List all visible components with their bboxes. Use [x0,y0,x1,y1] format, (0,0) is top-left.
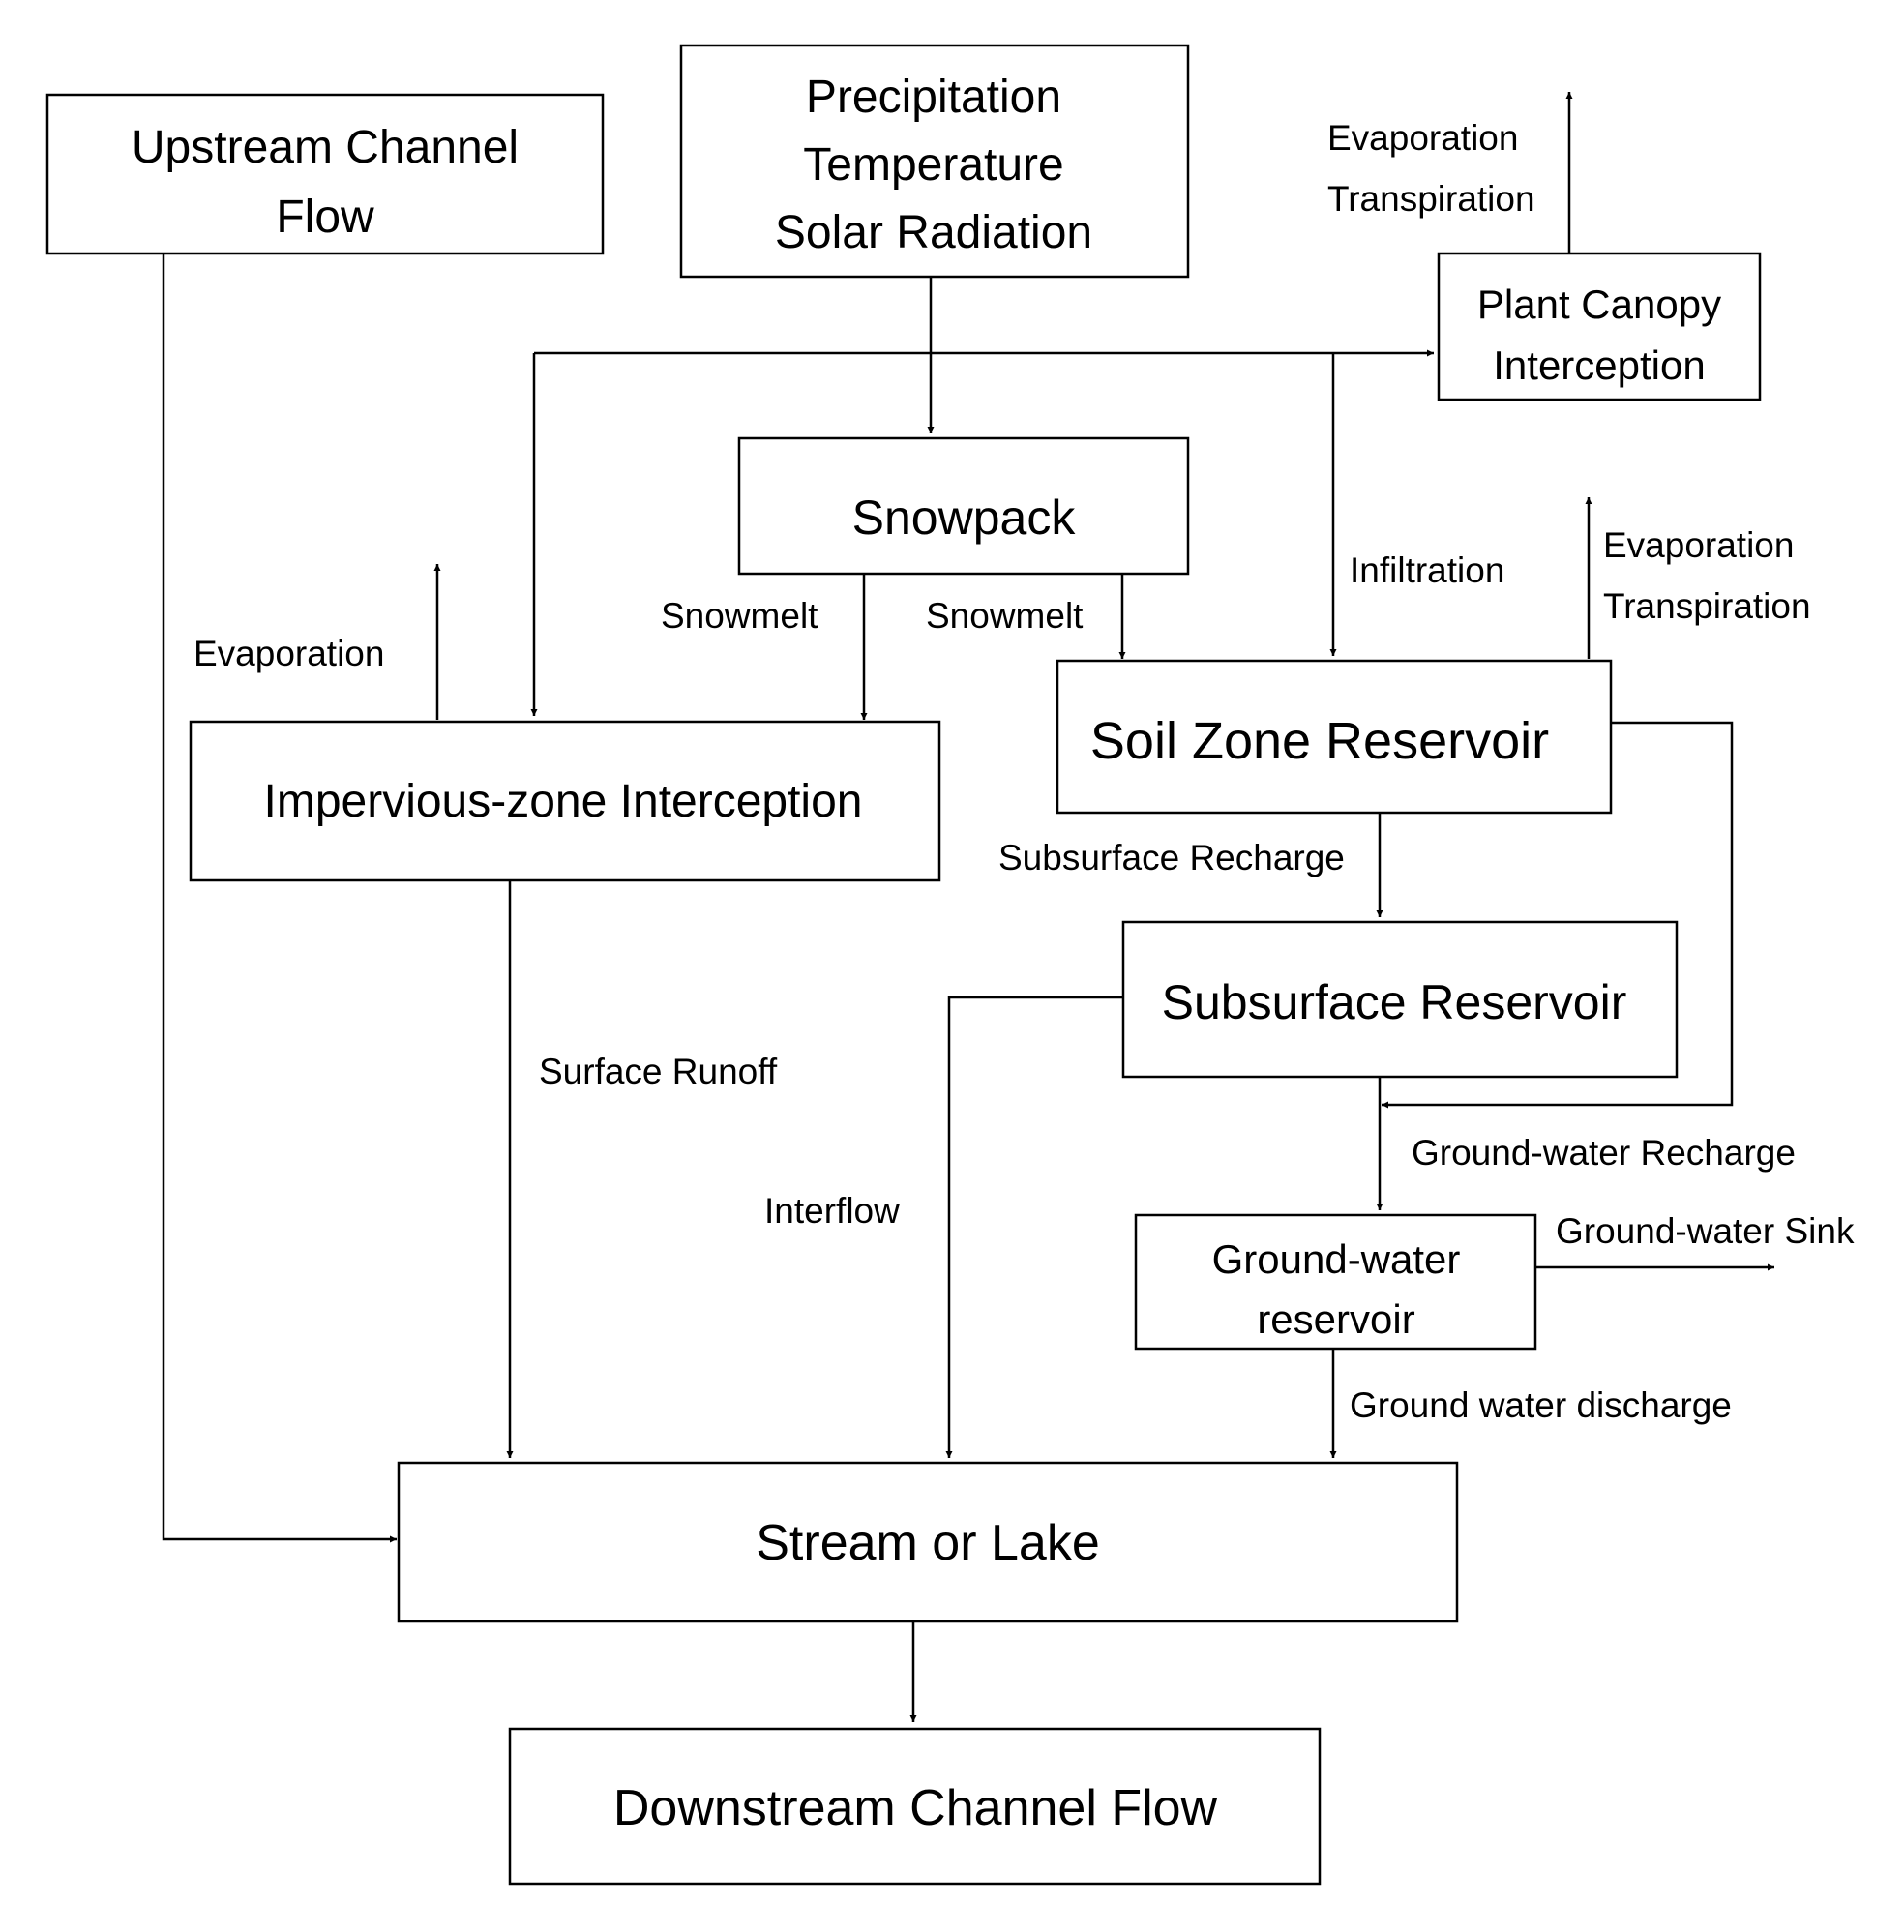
canopy-box-line-1: Plant Canopy [1477,282,1721,327]
impervious-evaporation-label: Evaporation [193,634,384,673]
subsurface-box-label: Subsurface Reservoir [1162,975,1627,1029]
groundwater-box-line-1: Ground-water [1212,1236,1461,1282]
impervious-box-label: Impervious-zone Interception [264,776,863,827]
climate-box-line-1: Precipitation [806,72,1061,123]
snowpack-box-label: Snowpack [852,490,1077,545]
plant-canopy-interception-box: Plant Canopy Interception [1437,252,1762,401]
impervious-zone-interception-box: Impervious-zone Interception [189,720,941,882]
groundwater-reservoir-box: Ground-water reservoir [1134,1213,1537,1351]
groundwater-recharge-label: Ground-water Recharge [1412,1133,1796,1173]
soil-box-label: Soil Zone Reservoir [1090,712,1549,770]
groundwater-box-line-2: reservoir [1257,1296,1414,1342]
climate-box-line-3: Solar Radiation [775,207,1092,258]
arrow-interflow [945,996,1122,1458]
interflow-label: Interflow [764,1191,900,1231]
snowpack-box: Snowpack [737,436,1190,576]
climate-box-line-2: Temperature [803,139,1063,191]
downstream-channel-flow-box: Downstream Channel Flow [508,1727,1322,1886]
infiltration-label: Infiltration [1350,550,1504,590]
climate-inputs-box: Precipitation Temperature Solar Radiatio… [679,44,1190,279]
groundwater-sink-label: Ground-water Sink [1556,1211,1855,1251]
snowmelt-right-label: Snowmelt [926,596,1084,636]
connectors [162,92,1774,1722]
snowmelt-left-label: Snowmelt [661,596,818,636]
stream-or-lake-box: Stream or Lake [397,1461,1459,1623]
downstream-box-label: Downstream Channel Flow [613,1780,1218,1836]
soil-evaporation-label: Evaporation [1603,525,1794,565]
canopy-transpiration-label: Transpiration [1327,179,1535,219]
soil-zone-reservoir-box: Soil Zone Reservoir [1056,659,1613,815]
arrow-soil-to-groundwater-loop [1382,721,1734,1109]
canopy-box-line-2: Interception [1493,342,1705,388]
stream-box-label: Stream or Lake [756,1515,1100,1571]
upstream-box-line-2: Flow [276,192,374,243]
soil-transpiration-label: Transpiration [1603,586,1811,626]
subsurface-reservoir-box: Subsurface Reservoir [1121,920,1679,1079]
surface-runoff-label: Surface Runoff [539,1052,778,1091]
upstream-box-line-1: Upstream Channel [132,122,519,173]
canopy-evaporation-label: Evaporation [1327,118,1518,158]
upstream-channel-flow-box: Upstream Channel Flow [45,93,605,255]
groundwater-discharge-label: Ground water discharge [1350,1385,1732,1425]
subsurface-recharge-label: Subsurface Recharge [998,838,1345,877]
flow-labels: Evaporation Transpiration Evaporation Tr… [193,118,1855,1425]
arrow-upstream-to-stream [162,253,397,1543]
